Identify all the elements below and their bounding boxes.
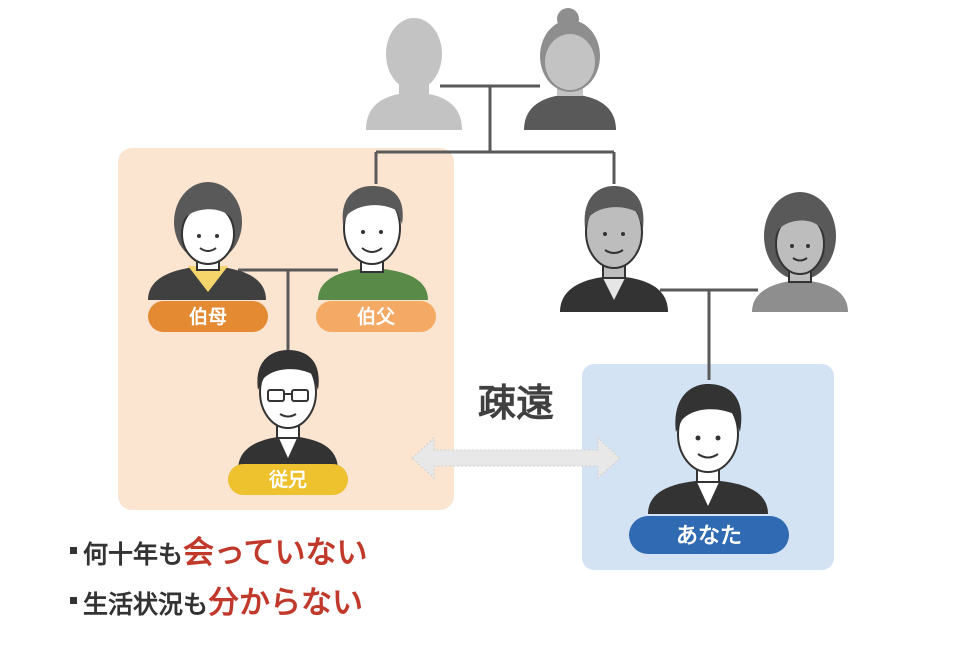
cousin-label: 従兄: [268, 468, 307, 491]
grandfather-person-icon: [366, 18, 462, 130]
cousin-person-icon: [238, 350, 338, 470]
bullet-item: 何十年も会っていない: [70, 528, 367, 578]
cousin-label-pill: 従兄: [228, 464, 348, 495]
you-label: あなた: [676, 524, 742, 549]
bullet-text: 何十年も: [83, 540, 184, 569]
mother-person-icon: [752, 192, 848, 312]
bullet-square-icon: [70, 597, 77, 604]
father-person-icon: [560, 186, 668, 312]
grandmother-person-icon: [524, 8, 616, 130]
aunt-label: 伯母: [189, 305, 227, 328]
uncle-label: 伯父: [357, 305, 396, 328]
connector-lines: [238, 84, 758, 380]
uncle-label-pill: 伯父: [316, 301, 436, 332]
you-label-pill: あなた: [629, 516, 789, 554]
aunt-label-pill: 伯母: [148, 301, 268, 332]
double-arrow-icon: [411, 436, 621, 480]
estranged-label: 疎遠: [478, 381, 554, 425]
you-person-icon: [648, 384, 768, 514]
bullet-emphasis: 会っていない: [183, 535, 368, 571]
aunt-person-icon: [148, 182, 266, 300]
uncle-person-icon: [318, 186, 428, 300]
bullet-list: 何十年も会っていない 生活状況も分からない: [70, 528, 367, 628]
bullet-emphasis: 分からない: [208, 585, 364, 621]
bullet-item: 生活状況も分からない: [70, 578, 367, 628]
bullet-text: 生活状況も: [83, 590, 209, 619]
bullet-square-icon: [70, 547, 77, 554]
